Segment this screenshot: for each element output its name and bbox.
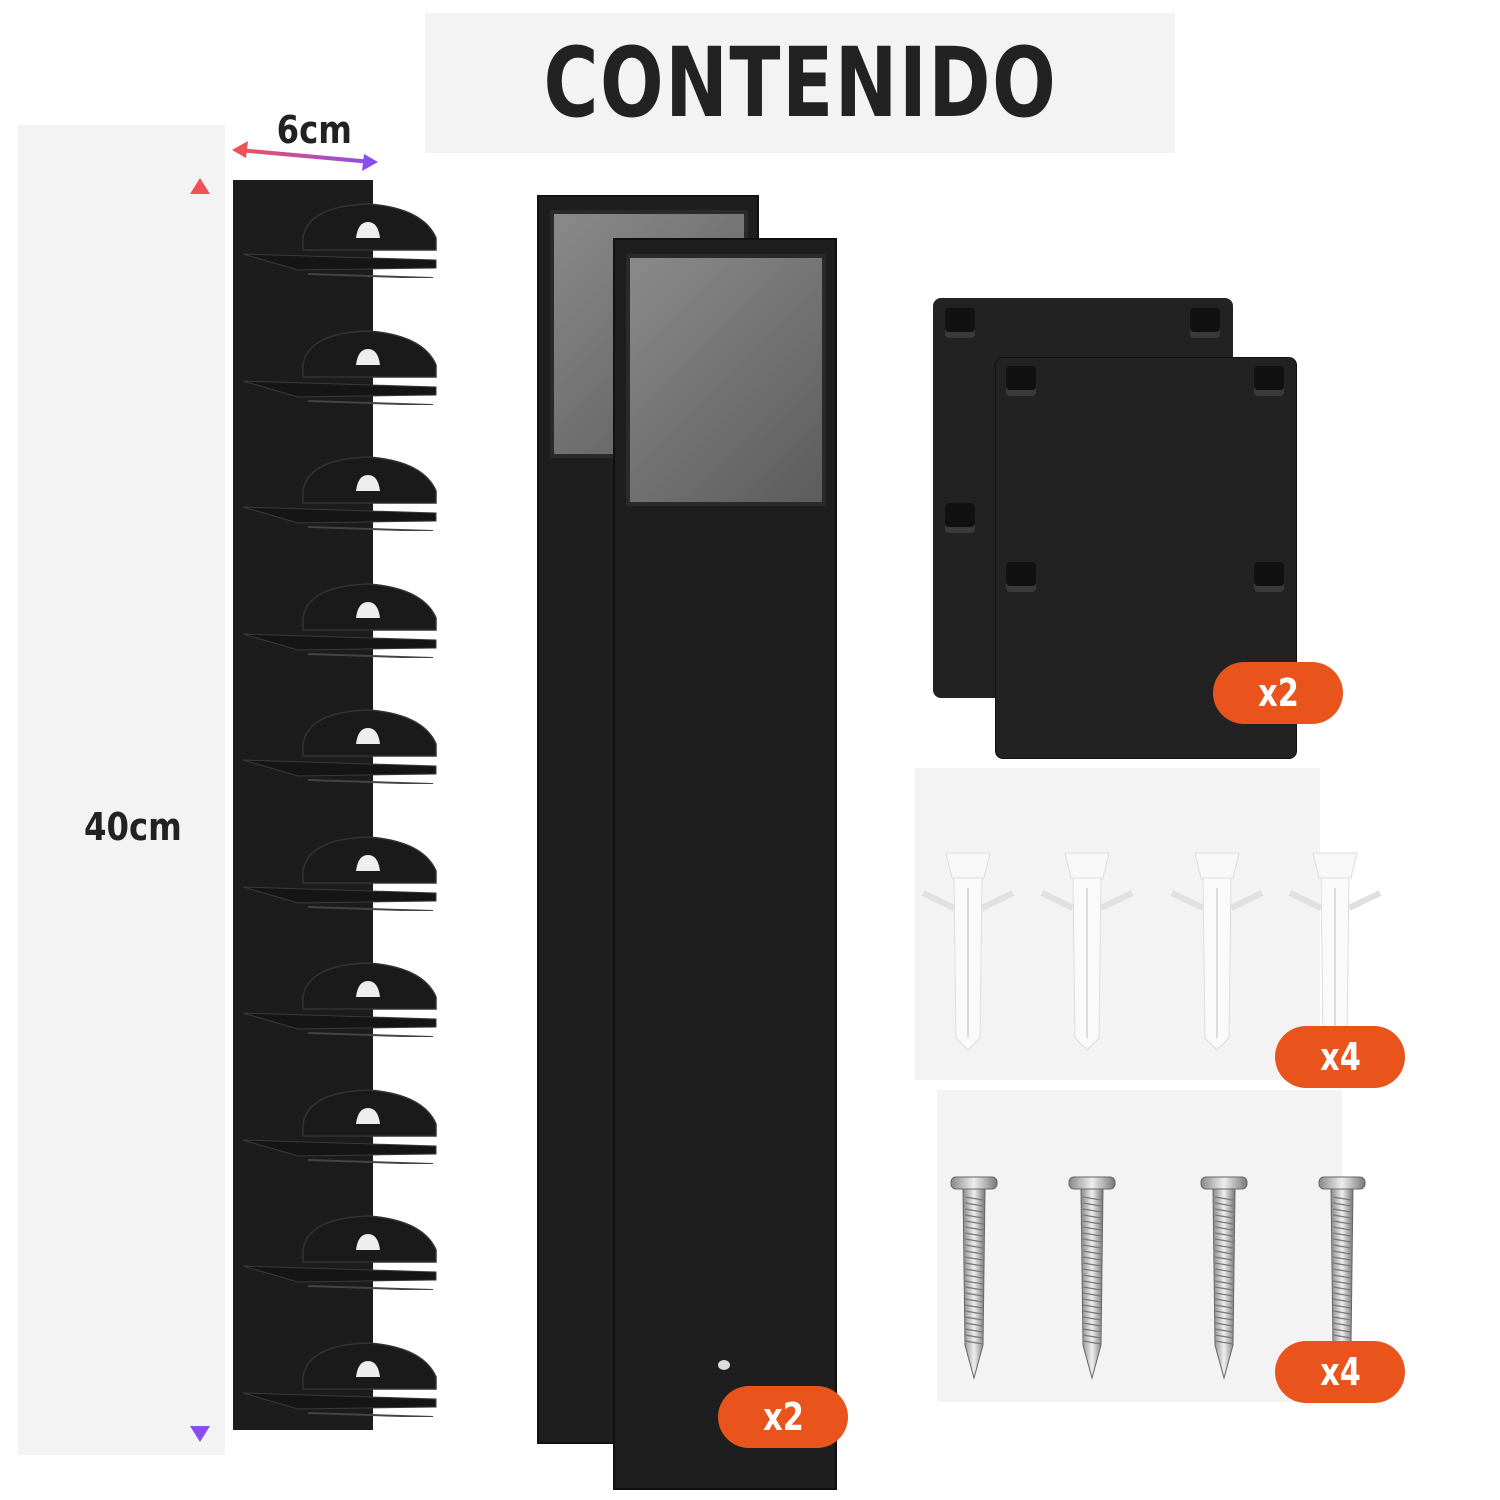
dimension-arrows <box>190 141 378 1442</box>
plate-tab <box>1190 308 1220 338</box>
rack-hook <box>242 1341 437 1417</box>
rack-hook <box>242 962 437 1037</box>
rack-hook <box>242 456 437 531</box>
adhesive-window-front <box>626 254 826 506</box>
wall-anchor <box>1288 852 1382 1051</box>
plates-quantity: x2 <box>1257 671 1299 715</box>
screw <box>950 1176 998 1380</box>
rack-hook <box>242 203 437 278</box>
plate-tab <box>1254 366 1284 396</box>
rack-hook <box>242 1215 437 1290</box>
anchors-quantity: x4 <box>1319 1035 1361 1079</box>
rack-hook <box>242 329 437 405</box>
strips-quantity-badge: x2 <box>718 1386 848 1448</box>
plate-tab <box>1006 562 1036 592</box>
height-label: 40cm <box>84 805 182 849</box>
title-banner: CONTENIDO <box>425 13 1175 153</box>
screw <box>1068 1176 1116 1380</box>
plate-tab <box>1006 366 1036 396</box>
mounting-hole <box>718 1360 730 1370</box>
anchors-backdrop <box>915 768 1320 1080</box>
screws-quantity: x4 <box>1319 1350 1361 1394</box>
width-label: 6cm <box>276 108 352 152</box>
wall-anchor <box>1040 852 1134 1051</box>
plate-tab <box>945 503 975 533</box>
wall-anchor <box>1170 852 1264 1051</box>
height-arrow <box>190 178 210 1442</box>
left-backdrop <box>18 125 225 1455</box>
wall-anchor <box>921 852 1015 1051</box>
anchors-quantity-badge: x4 <box>1275 1026 1405 1088</box>
plates-quantity-badge: x2 <box>1213 662 1343 724</box>
rack-hook <box>242 1088 437 1164</box>
plate-tab <box>1254 562 1284 592</box>
rack-hook <box>242 582 437 658</box>
rack-hook <box>242 835 437 911</box>
strips-quantity: x2 <box>762 1395 804 1439</box>
screws-quantity-badge: x4 <box>1275 1341 1405 1403</box>
screw <box>1200 1176 1248 1380</box>
page-title: CONTENIDO <box>543 27 1057 139</box>
plate-tab <box>945 308 975 338</box>
screws-backdrop <box>937 1090 1342 1402</box>
rack-hook <box>242 709 437 784</box>
width-arrow <box>232 141 378 171</box>
